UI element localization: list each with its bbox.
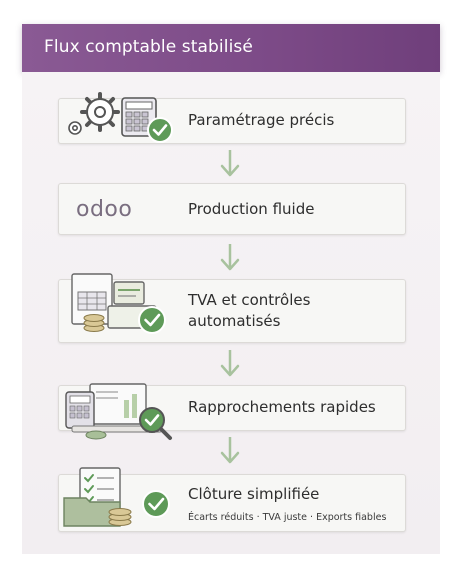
step-label-rapprochements: Rapprochements rapides	[188, 398, 376, 416]
step-label-production: Production fluide	[188, 200, 315, 218]
step-label-tva-line2: automatisés	[188, 312, 281, 330]
arrow-down-icon	[220, 244, 240, 271]
step-label-parametrage: Paramétrage précis	[188, 111, 335, 129]
header-banner: Flux comptable stabilisé	[22, 24, 440, 72]
arrow-down-icon	[220, 150, 240, 177]
arrow-down-icon	[220, 437, 240, 464]
arrow-down-icon	[220, 350, 240, 377]
step-sub-cloture: Écarts réduits · TVA juste · Exports fia…	[188, 512, 387, 523]
checklist-folder-coins-check-icon	[63, 467, 170, 527]
odoo-logo: odoo	[76, 197, 133, 222]
step-card-production	[58, 183, 406, 235]
step-label-tva-line1: TVA et contrôles	[188, 291, 311, 309]
gear-calculator-check-icon	[68, 92, 173, 143]
calculator-magnifier-check-icon	[65, 383, 172, 440]
step-label-cloture: Clôture simplifiée	[188, 485, 320, 503]
step-card-parametrage	[58, 98, 406, 144]
documents-coins-check-icon	[71, 273, 166, 334]
page-title: Flux comptable stabilisé	[44, 37, 253, 57]
